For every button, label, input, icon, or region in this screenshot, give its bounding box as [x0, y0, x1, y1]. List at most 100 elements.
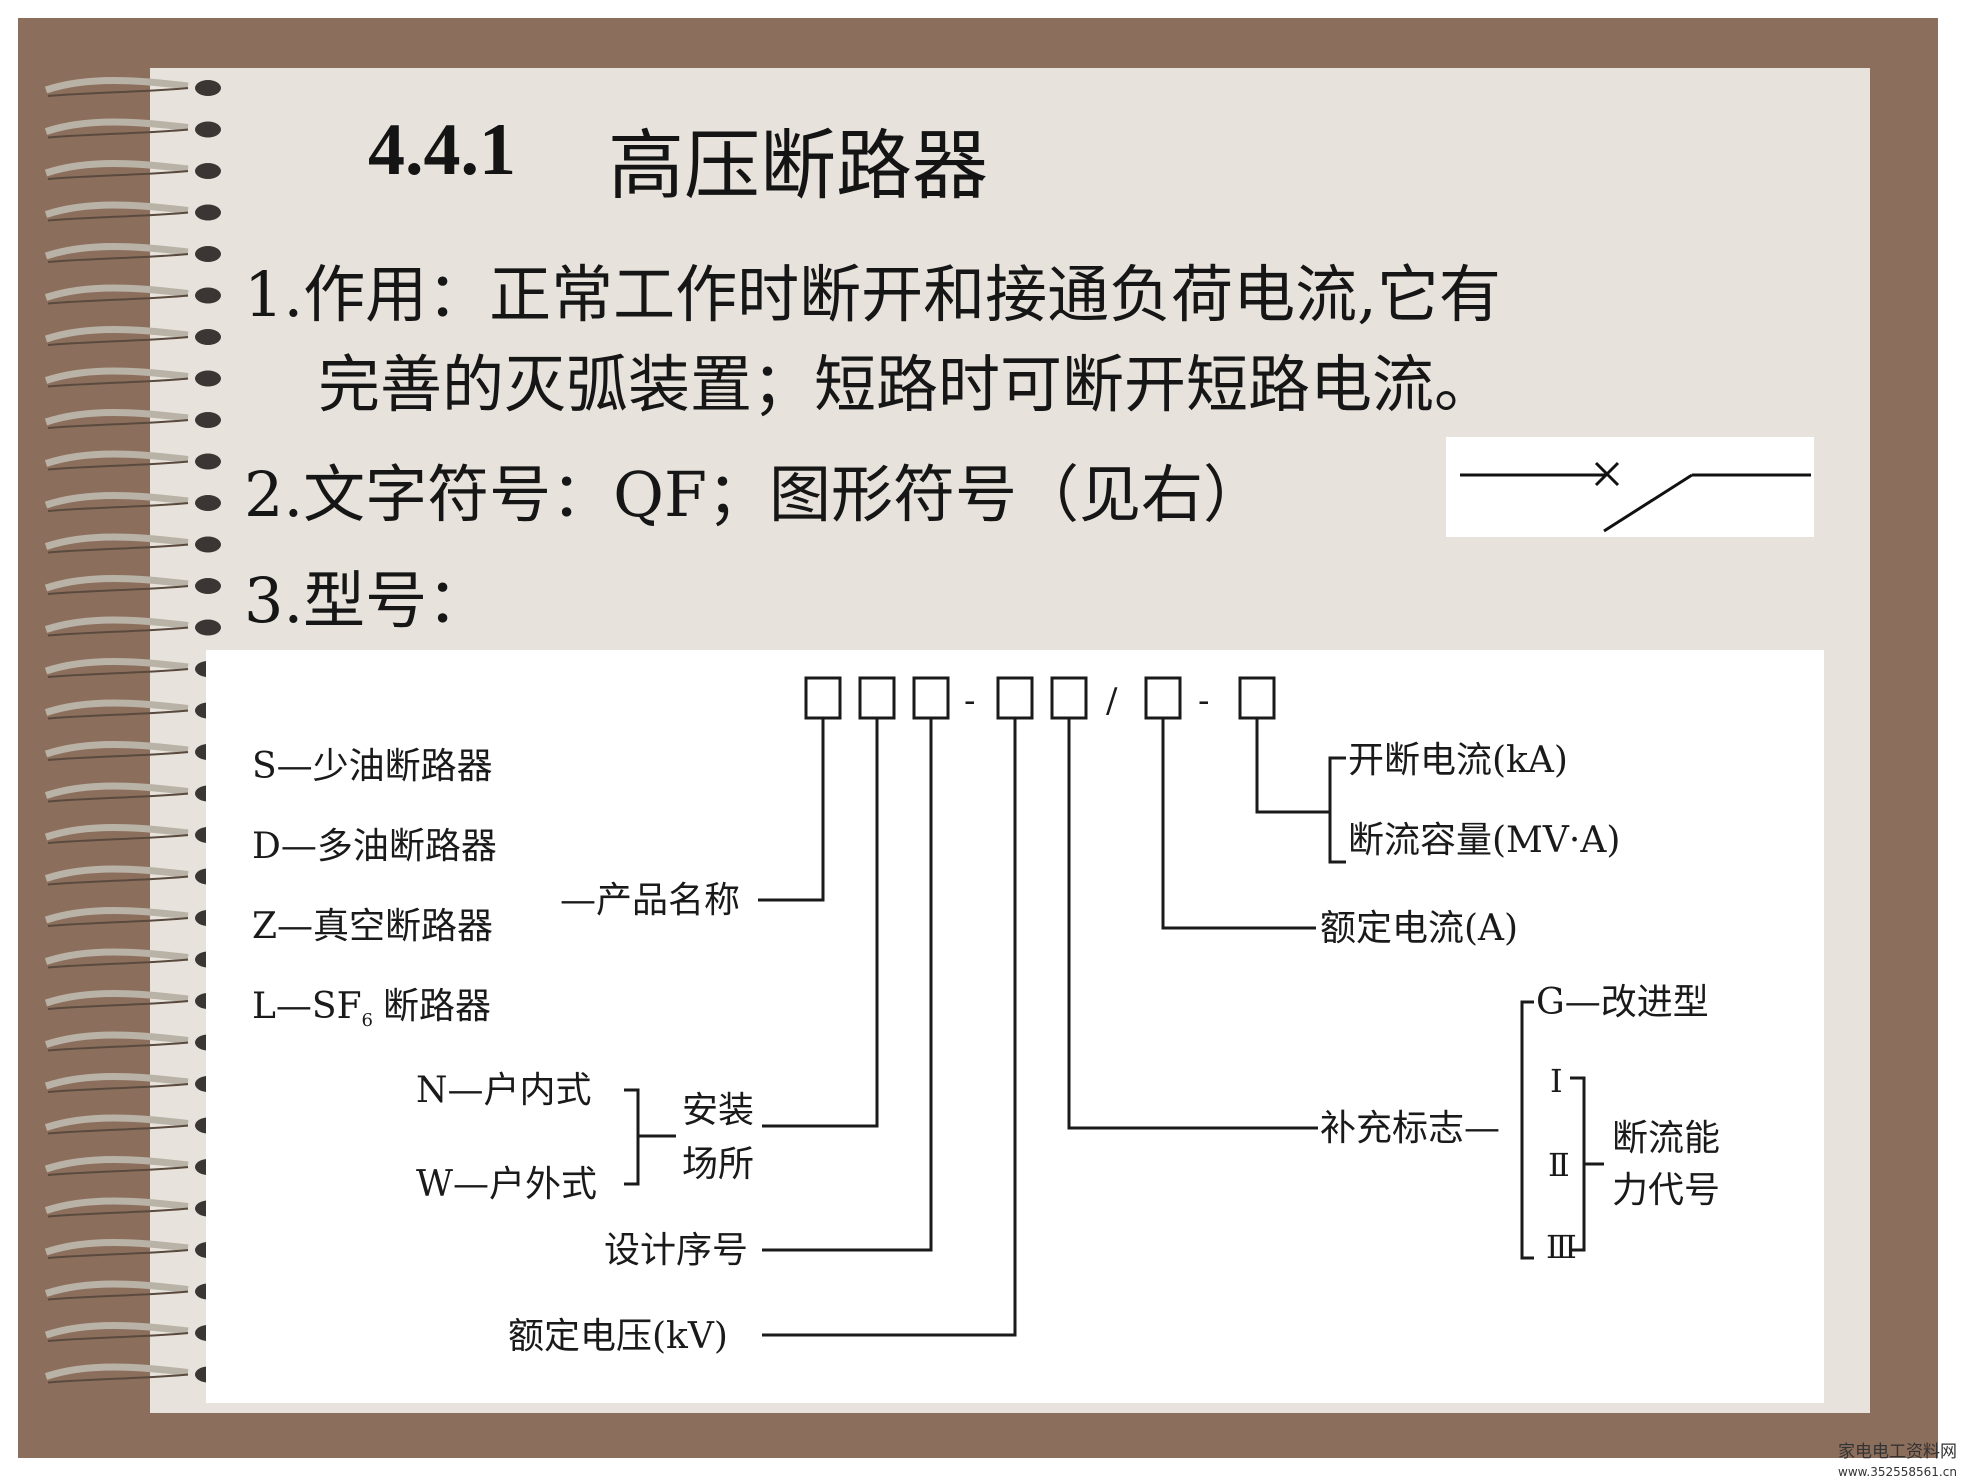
- product-name-label: —产品名称: [560, 880, 740, 921]
- spiral-ring: [44, 243, 189, 260]
- spiral-binding: [44, 77, 221, 1384]
- spiral-ring-shadow: [47, 336, 189, 346]
- spiral-ring: [44, 1156, 189, 1173]
- spiral-ring: [44, 782, 189, 799]
- spiral-ring: [44, 367, 189, 384]
- spiral-ring-shadow: [47, 253, 189, 263]
- binding-hole: [195, 578, 221, 594]
- code-box-2: [858, 676, 896, 720]
- install-place-2: 场所: [682, 1144, 754, 1185]
- roman-1: Ⅰ: [1550, 1062, 1563, 1100]
- section-number: 4.4.1: [368, 109, 516, 191]
- spiral-ring: [44, 1073, 189, 1090]
- spiral-ring-shadow: [47, 668, 189, 678]
- spiral-ring: [44, 1363, 189, 1380]
- spiral-ring-shadow: [47, 87, 189, 97]
- spiral-ring-shadow: [47, 1166, 189, 1176]
- type-z: Z—真空断路器: [252, 906, 493, 947]
- spiral-ring: [44, 990, 189, 1007]
- code-box-5: [1050, 676, 1088, 720]
- spiral-ring-shadow: [47, 958, 189, 969]
- spiral-ring-shadow: [47, 460, 189, 471]
- spiral-ring-shadow: [47, 1083, 189, 1093]
- spiral-ring-shadow: [47, 1000, 189, 1010]
- separator-slash: /: [1106, 681, 1118, 721]
- spiral-ring-shadow: [47, 1290, 189, 1301]
- spiral-ring: [44, 160, 189, 177]
- separator-dash-2: -: [1198, 681, 1210, 721]
- capacity-code-2: 力代号: [1612, 1170, 1720, 1211]
- spiral-ring-shadow: [47, 917, 189, 927]
- spiral-ring-shadow: [47, 1373, 189, 1384]
- binding-hole: [195, 370, 221, 387]
- breaker-symbol-box: [1446, 437, 1814, 537]
- code-box-7: [1238, 676, 1276, 720]
- type-d: D—多油断路器: [252, 826, 497, 867]
- binding-hole: [195, 204, 221, 221]
- binding-hole: [195, 163, 221, 179]
- design-number-label: 设计序号: [604, 1230, 748, 1271]
- spiral-ring: [44, 1114, 189, 1131]
- binding-hole: [195, 536, 221, 553]
- binding-hole: [195, 246, 221, 262]
- spiral-ring-shadow: [47, 377, 189, 388]
- page-title: 高压断路器: [608, 121, 988, 210]
- spiral-ring: [44, 77, 189, 94]
- sf-suffix: 断路器: [383, 986, 491, 1027]
- spiral-ring-shadow: [47, 1124, 189, 1135]
- spiral-ring-shadow: [47, 1332, 189, 1342]
- binding-hole: [195, 329, 221, 345]
- spiral-ring: [44, 326, 189, 343]
- spiral-ring-shadow: [47, 294, 189, 305]
- spiral-ring-shadow: [47, 419, 189, 429]
- spiral-ring: [44, 658, 189, 675]
- sf-subscript: 6: [362, 1010, 373, 1031]
- watermark: 家电电工资料网 www.352558561.cn: [1838, 1442, 1957, 1482]
- binding-hole: [195, 619, 221, 636]
- rated-current-label: 额定电流(A): [1320, 908, 1518, 949]
- spiral-ring: [44, 1197, 189, 1214]
- function-line-1: 1.作用：正常工作时断开和接通负荷电流,它有: [244, 258, 1501, 331]
- code-box-6: [1144, 676, 1182, 720]
- spiral-ring: [44, 409, 189, 426]
- binding-hole: [195, 495, 221, 511]
- breaking-current-label: 开断电流(kA): [1348, 740, 1568, 781]
- spiral-ring-shadow: [47, 543, 189, 554]
- symbol-line: 2.文字符号：QF；图形符号（见右）: [244, 458, 1266, 531]
- spiral-ring: [44, 824, 189, 841]
- improved-label: G—改进型: [1536, 982, 1709, 1023]
- spiral-ring: [44, 1031, 189, 1048]
- function-line-2: 完善的灭弧装置；短路时可断开短路电流。: [318, 348, 1497, 421]
- spiral-ring: [44, 201, 189, 218]
- spiral-ring-shadow: [47, 626, 189, 637]
- spiral-ring: [44, 450, 189, 467]
- binding-hole: [195, 453, 221, 470]
- spiral-ring-shadow: [47, 170, 189, 180]
- install-indoor: N—户内式: [416, 1070, 592, 1111]
- roman-2: Ⅱ: [1548, 1146, 1570, 1184]
- capacity-code-1: 断流能: [1612, 1118, 1720, 1159]
- spiral-ring: [44, 948, 189, 965]
- circuit-breaker-symbol-icon: [1460, 461, 1811, 533]
- supplement-label: 补充标志—: [1320, 1108, 1500, 1149]
- type-s: S—少油断路器: [252, 746, 493, 787]
- spiral-ring: [44, 1322, 189, 1339]
- spiral-ring-shadow: [47, 128, 189, 139]
- binding-hole: [195, 121, 221, 138]
- spiral-ring: [44, 907, 189, 924]
- watermark-line-1: 家电电工资料网: [1838, 1442, 1957, 1462]
- binding-hole: [195, 80, 221, 96]
- model-line: 3.型号：: [244, 564, 490, 637]
- spiral-ring: [44, 865, 189, 882]
- rated-voltage-label: 额定电压(kV): [508, 1316, 728, 1357]
- spiral-ring: [44, 616, 189, 633]
- spiral-ring-shadow: [47, 792, 189, 803]
- spiral-ring: [44, 575, 189, 592]
- spiral-ring: [44, 533, 189, 550]
- spiral-ring: [44, 284, 189, 301]
- spiral-ring-shadow: [47, 834, 189, 844]
- install-outdoor: W—户外式: [416, 1164, 597, 1205]
- spiral-ring-shadow: [47, 1041, 189, 1052]
